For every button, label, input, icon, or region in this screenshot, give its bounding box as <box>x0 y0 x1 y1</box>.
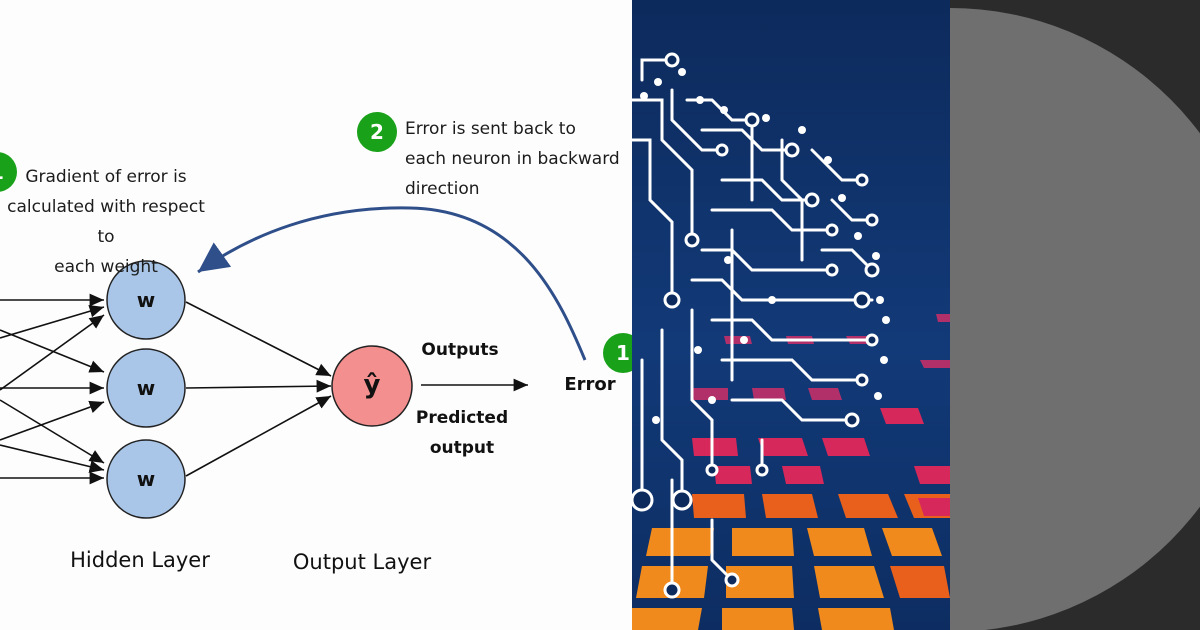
step-2-badge: 2 <box>357 112 397 152</box>
step-1-badge: 1 <box>0 152 17 192</box>
hidden-node <box>106 348 186 428</box>
gradient-note-line: calculated with respect to <box>7 197 205 247</box>
half-circle-shape <box>950 0 1200 630</box>
predicted-output-line: output <box>429 438 495 458</box>
gray-shape-panel <box>950 0 1200 630</box>
circuit-nodes <box>632 52 880 599</box>
hidden-node <box>106 439 186 519</box>
hidden-node-label: w <box>136 376 156 400</box>
step-1-badge-right: 1 <box>603 333 632 373</box>
backpropagation-diagram: w w w ŷ 1 Gradient of error is calculate… <box>0 112 632 574</box>
error-backward-note-line: Error is sent back to <box>405 119 576 139</box>
gradient-note: Gradient of error is calculated with res… <box>0 162 216 282</box>
error-backward-note-line: direction <box>405 179 480 199</box>
input-edges <box>0 293 105 485</box>
hidden-to-output-edges <box>185 301 332 477</box>
hidden-node <box>106 260 186 340</box>
error-label: Error <box>564 374 616 395</box>
hidden-node-label: w <box>136 467 156 491</box>
backprop-arrow <box>197 206 587 361</box>
predicted-output-line: Predicted <box>415 408 509 428</box>
gradient-note-line: Gradient of error is <box>25 167 187 187</box>
outputs-label: Outputs <box>421 340 499 360</box>
diagram-connections <box>0 206 587 519</box>
error-backward-note: Error is sent back to each neuron in bac… <box>405 114 620 204</box>
circuit-brain-panel <box>632 0 950 630</box>
circuit-brain-icon <box>632 52 950 630</box>
output-node-label: ŷ <box>363 370 381 400</box>
output-node <box>331 345 413 427</box>
circuit-traces <box>632 58 874 592</box>
predicted-output-label: Predicted output <box>408 403 516 463</box>
circuit-dots <box>640 68 890 424</box>
hidden-node-label: w <box>136 288 156 312</box>
hidden-layer-label: Hidden Layer <box>70 548 210 572</box>
gradient-note-line: each weight <box>54 257 158 277</box>
error-backward-note-line: each neuron in backward <box>405 149 620 169</box>
output-layer-label: Output Layer <box>292 550 432 574</box>
